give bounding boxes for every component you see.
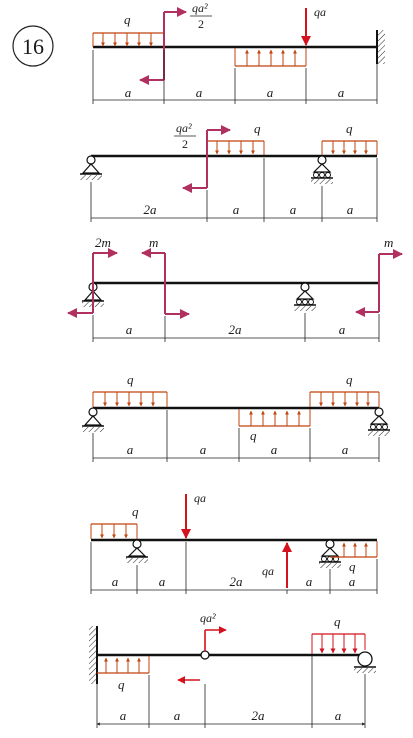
- force-label: qa: [262, 564, 274, 578]
- fixed-support: [376, 30, 385, 64]
- diagram-2: qa² 2 q q: [80, 121, 378, 222]
- dimension-label: a: [127, 442, 134, 457]
- q-label: q: [250, 428, 257, 443]
- distributed-load: [238, 409, 311, 427]
- force-label: qa: [194, 491, 206, 505]
- dimension-label: a: [349, 574, 356, 589]
- dimension-label: a: [290, 202, 297, 217]
- dimension-label: a: [196, 85, 203, 100]
- dimension-label: a: [342, 442, 349, 457]
- hinge: [200, 650, 210, 660]
- diagram-3: 2m m m a 2a a: [67, 235, 403, 342]
- distributed-load: [330, 541, 378, 558]
- q-label: q: [254, 121, 261, 136]
- q-label: q: [127, 372, 134, 387]
- distributed-load: [321, 140, 378, 155]
- diagram-6: q qa² q a a 2a a: [89, 611, 376, 728]
- q-label: q: [346, 121, 353, 136]
- pin-support: [80, 155, 102, 180]
- couple-moment: [355, 249, 403, 317]
- pin-support: [126, 539, 148, 563]
- q-label: q: [346, 372, 353, 387]
- distributed-load: [97, 656, 150, 674]
- q-label: q: [334, 614, 341, 629]
- dimension-label: a: [339, 322, 346, 337]
- dimension-line: [96, 656, 366, 728]
- dimension-label: a: [174, 708, 181, 723]
- q-label: q: [132, 504, 139, 519]
- moment-label-denominator: 2: [198, 17, 204, 31]
- diagram-5: q qa qa q a a 2a a a: [90, 491, 378, 594]
- dimension-label: a: [125, 85, 132, 100]
- couple-moment: [141, 248, 190, 319]
- dimension-label: a: [347, 202, 354, 217]
- roller-support: [319, 539, 341, 568]
- roller-support: [354, 651, 376, 673]
- roller-support: [311, 155, 333, 184]
- problem-number-badge: 16: [12, 25, 54, 67]
- diagram-4: q q q: [82, 372, 390, 462]
- moment-label: m: [384, 235, 393, 250]
- dimension-line: [90, 542, 378, 594]
- dimension-line: [90, 158, 378, 222]
- dimension-label: 2a: [229, 322, 243, 337]
- dimension-label: a: [306, 574, 313, 589]
- moment-label-denominator: 2: [182, 137, 188, 151]
- pin-support: [82, 407, 104, 432]
- dimension-label: a: [112, 574, 119, 589]
- distributed-load: [92, 32, 165, 47]
- q-label: q: [349, 559, 356, 574]
- distributed-load: [92, 391, 168, 407]
- diagram-1: q qa² 2 qa: [92, 1, 385, 104]
- dimension-label: 2a: [144, 202, 158, 217]
- couple-moment: [67, 248, 118, 318]
- moment-label: m: [149, 235, 158, 250]
- couple-moment: [177, 626, 227, 684]
- dimension-label: a: [120, 708, 127, 723]
- distributed-load: [234, 48, 307, 67]
- dimension-label: a: [200, 442, 207, 457]
- force-label: qa: [314, 5, 326, 19]
- fixed-support: [89, 626, 98, 684]
- dimension-line: [92, 50, 378, 104]
- distributed-load: [90, 523, 138, 539]
- moment-label: qa²: [200, 611, 216, 625]
- couple-moment: [182, 125, 231, 193]
- dimension-label: 2a: [252, 708, 266, 723]
- dimension-label: 2a: [230, 574, 244, 589]
- dimension-label: a: [233, 202, 240, 217]
- dimension-label: a: [271, 442, 278, 457]
- dimension-line: [92, 313, 380, 342]
- dimension-label: a: [159, 574, 166, 589]
- moment-label: 2m: [95, 235, 111, 250]
- distributed-load: [309, 391, 380, 407]
- dimension-label: a: [126, 322, 133, 337]
- roller-support: [368, 407, 390, 436]
- roller-support: [294, 282, 316, 311]
- moment-label-numerator: qa²: [176, 121, 192, 135]
- dimension-label: a: [335, 708, 342, 723]
- dimension-label: a: [267, 85, 274, 100]
- moment-label-numerator: qa²: [192, 1, 208, 15]
- dimension-line: [92, 410, 380, 462]
- dimension-label: a: [338, 85, 345, 100]
- distributed-load: [207, 140, 265, 155]
- q-label: q: [124, 12, 131, 27]
- distributed-load: [311, 633, 366, 654]
- problem-number: 16: [22, 34, 44, 59]
- q-label: q: [118, 677, 125, 692]
